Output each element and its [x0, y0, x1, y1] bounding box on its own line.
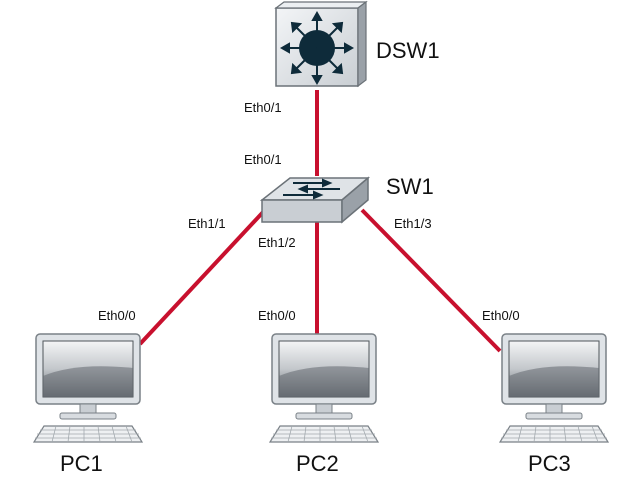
link-sw1-pc1: [138, 208, 267, 346]
pc-icon[interactable]: [33, 333, 143, 443]
pc-icon[interactable]: [499, 333, 609, 443]
port-label-dsw1-eth0-1: Eth0/1: [244, 100, 282, 115]
port-label-pc3-eth0-0: Eth0/0: [482, 308, 520, 323]
link-sw1-pc3: [360, 208, 502, 353]
port-label-sw1-eth1-1: Eth1/1: [188, 216, 226, 231]
port-label-pc1-eth0-0: Eth0/0: [98, 308, 136, 323]
pc-icon[interactable]: [269, 333, 379, 443]
port-label-sw1-eth1-3: Eth1/3: [394, 216, 432, 231]
port-label-sw1-eth0-1: Eth0/1: [244, 152, 282, 167]
device-label-dsw1: DSW1: [376, 38, 440, 63]
device-label-pc2: PC2: [296, 451, 339, 476]
port-label-sw1-eth1-2: Eth1/2: [258, 235, 296, 250]
switch-icon[interactable]: [259, 176, 371, 224]
multilayer-switch-icon[interactable]: [274, 0, 368, 88]
device-label-pc1: PC1: [60, 451, 103, 476]
device-label-pc3: PC3: [528, 451, 571, 476]
port-label-pc2-eth0-0: Eth0/0: [258, 308, 296, 323]
device-label-sw1: SW1: [386, 174, 434, 199]
